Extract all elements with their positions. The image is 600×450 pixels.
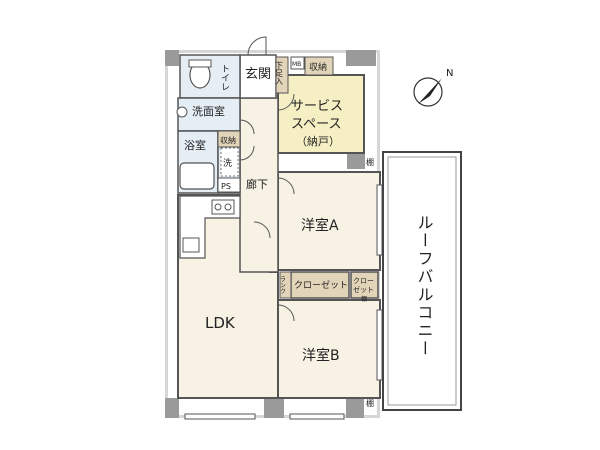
stove-icon: [211, 199, 235, 215]
label-service-2: スペース: [291, 117, 341, 132]
label-service-3: （納戸）: [296, 135, 340, 148]
window-ldk: [184, 413, 256, 420]
door-senmen-icon: [239, 119, 255, 135]
mb-box: [290, 56, 305, 70]
compass-north-label: N: [446, 68, 453, 79]
room-youshitsu-b: [277, 299, 381, 399]
closet-side: [279, 271, 292, 299]
column-bottom-mid: [264, 398, 284, 418]
kitchen-sink-icon: [182, 237, 200, 253]
doors: [239, 36, 295, 322]
burner-2: [224, 203, 232, 211]
label-tana-top: 棚: [366, 157, 374, 167]
room-senmen: [177, 97, 241, 132]
room-genkan: [239, 54, 277, 99]
column-mid-right: [347, 152, 365, 169]
label-toilet: トイレ: [219, 64, 230, 91]
storage: [217, 56, 379, 299]
storage-top: [304, 56, 334, 76]
window-youshitsu-a: [376, 184, 383, 256]
label-yokushitsu: 浴室: [184, 138, 206, 152]
label-youshitsu-b: 洋室B: [302, 347, 340, 364]
door-washer-icon: [239, 145, 255, 161]
label-shuno-top: 収納: [309, 61, 327, 73]
label-tana-small: 棚: [361, 295, 367, 303]
roof-balcony-area: [382, 151, 462, 411]
label-geta: 下足入: [275, 61, 284, 85]
washer-icon: [220, 147, 239, 177]
closet-main: [290, 271, 350, 299]
window-youshitsu-b: [289, 413, 345, 420]
toilet-tank: [188, 59, 212, 68]
storage-left: [217, 130, 241, 148]
label-roof-balcony: ルーフバルコニー: [415, 214, 434, 358]
label-genkan: 玄関: [245, 67, 271, 82]
fixtures: [176, 59, 241, 259]
compass-ring: [413, 77, 443, 107]
column-bottom-left: [165, 398, 179, 418]
door-service-icon: [277, 93, 295, 111]
label-tana-bottom: 棚: [366, 398, 374, 408]
label-senmen: 洗面室: [192, 104, 225, 118]
label-closet-small-1: クロー: [353, 277, 374, 285]
sink-icon: [176, 106, 188, 118]
roof-balcony-inner: [387, 156, 457, 406]
column-bottom-right: [346, 398, 364, 418]
label-rouka: 廊下: [246, 177, 268, 191]
bathtub-icon: [179, 162, 215, 190]
door-ldk-icon: [253, 221, 271, 239]
ps-box: [217, 177, 241, 193]
labels: 玄関 トイレ 洗面室 浴室 サービス スペース （納戸） 廊下 洋室A 洋室B …: [184, 61, 434, 408]
label-ldk: LDK: [205, 314, 236, 332]
shoe-storage: [275, 56, 289, 94]
label-sen: 洗: [223, 157, 232, 169]
label-closet-small-2: ゼット: [353, 285, 374, 294]
door-youshitsu-a-icon: [277, 177, 295, 195]
closet-small: [350, 271, 379, 299]
label-closet: クローゼット: [294, 279, 348, 291]
door-youshitsu-b-icon: [277, 304, 295, 322]
label-side-closet: ランク: [279, 276, 286, 294]
label-service-1: サービス: [291, 99, 343, 114]
label-ps: PS: [221, 182, 231, 191]
burner-1: [214, 203, 222, 211]
label-mb: MB: [292, 61, 301, 68]
compass-needle-icon: [418, 78, 442, 104]
column-top-right: [346, 50, 376, 66]
window-youshitsu-b-side: [376, 309, 383, 381]
label-shuno-left: 収納: [220, 135, 236, 145]
label-youshitsu-a: 洋室A: [301, 217, 339, 234]
compass: N: [413, 68, 453, 107]
column-top-left: [165, 50, 179, 66]
entrance-door-icon: [247, 36, 267, 56]
